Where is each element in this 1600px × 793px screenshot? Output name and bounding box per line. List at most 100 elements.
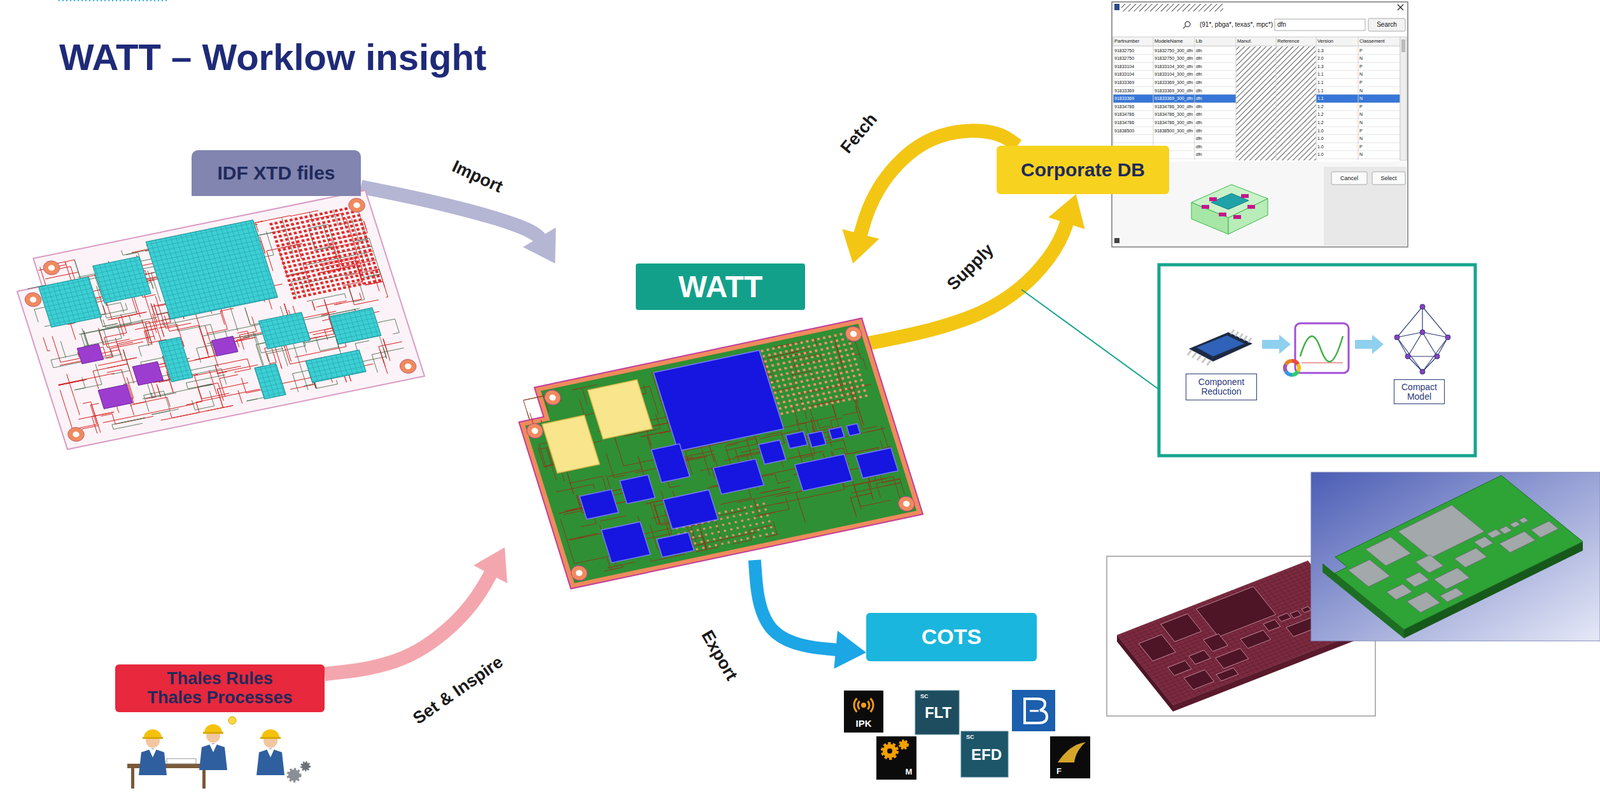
gray-chip [1509,521,1520,528]
pcb-pad [851,352,855,356]
pcb-pad [280,257,284,261]
pcb-pad [751,511,755,514]
table-header [1113,36,1401,46]
pcb-trace [807,399,839,432]
search-button [1368,18,1406,32]
pcb-pad [805,378,809,382]
mounting-hole [41,259,62,277]
pcb-pad [330,279,335,283]
pcb-pad [822,336,826,340]
pcb-pad [313,227,317,231]
pcb-pad [710,532,714,535]
pcb-pad [303,280,308,284]
pcb-pad [778,351,783,354]
pcb-trace [281,217,294,254]
pcb-pad [689,530,693,533]
pcb-pad [719,517,723,520]
pcb-pad [293,231,298,235]
pcb-pad [354,223,359,227]
pcb-pad [726,516,729,519]
gear [301,762,310,771]
pcb-pad [844,348,848,352]
pcb-pad [843,365,847,368]
title-dot [150,0,152,2]
pcb-pad [796,408,800,412]
pcb-pad [724,510,727,513]
blue-chip [579,489,619,519]
icon-text: SC [966,734,975,741]
pcb-pad [796,386,800,389]
pcb-pad [859,378,864,382]
pcb-surface [516,323,917,583]
pcb-trace [202,322,270,337]
pcb-pad [801,385,806,389]
pcb-pad [334,209,338,213]
pcb-pad [297,295,302,299]
pcb-pad [348,271,353,275]
pcb-pad [854,362,858,366]
mesh-line [1137,586,1329,662]
mesh-line [1123,569,1315,645]
pcb-pad [323,243,328,247]
ipk-wave [861,702,867,708]
table-text: 1.2 [1317,120,1324,125]
pcb-pad [346,229,351,233]
pcb-pad [358,218,363,222]
ipk-wave [870,698,874,712]
chip-grid [329,307,382,345]
blue-chip [656,532,695,558]
network-node [1434,353,1440,359]
pcb-pad [325,266,330,270]
pcb-trace [142,384,214,400]
pcb-pad [829,340,834,344]
pcb-pad [278,234,282,239]
pcb-pad [316,222,321,226]
pcb-pad [823,358,827,361]
mounting-hole-center [71,430,81,438]
pcb-pad [312,292,317,296]
arrow-shaft [754,560,843,651]
pcb-pad [856,385,860,388]
pcb-pad [786,355,790,358]
pcb-pad [285,274,290,279]
pcb-trace [567,524,603,540]
network-link [1407,332,1423,357]
pcb-pad [698,534,701,538]
pcb-pad [302,275,307,279]
pcb-pad [841,337,845,341]
pcb-pad [831,384,836,387]
source-box: IDF XTD files [191,150,361,197]
pcb-pad [318,276,323,281]
pcb-pad [297,225,302,230]
arrow-head [473,547,508,583]
pcb-pad [777,385,781,388]
cyan-chip [258,312,310,350]
pcb-pad [842,382,846,386]
idf-pcb [8,190,425,450]
pcb-pad [330,265,335,269]
pcb-pad [334,260,339,264]
pcb-pad [839,332,843,336]
pcb-pad [343,253,347,258]
pcb-pad [283,233,288,237]
render-frame [1311,472,1600,641]
pcb-pad [344,225,349,229]
pcb-pad [279,220,284,225]
pcb-pad [778,390,783,393]
pcb-pad [766,370,771,373]
table-text: 91833369 [1114,88,1135,93]
pcb-trace [348,208,368,242]
gray-chip [1386,584,1413,601]
pcb-pad [357,264,361,268]
pcb-trace [351,238,380,277]
pcb-pad [361,277,366,281]
arrow-head [833,630,867,669]
pcb-trace [803,364,843,393]
pcb-pad [304,215,309,219]
table-text: N [1359,96,1363,101]
pcb-pad [308,246,313,251]
chart-box [1295,323,1349,373]
table-text: 91834786_300_dfn [1154,104,1193,109]
pcb-pad [281,261,286,265]
pcb-pad [321,253,326,257]
